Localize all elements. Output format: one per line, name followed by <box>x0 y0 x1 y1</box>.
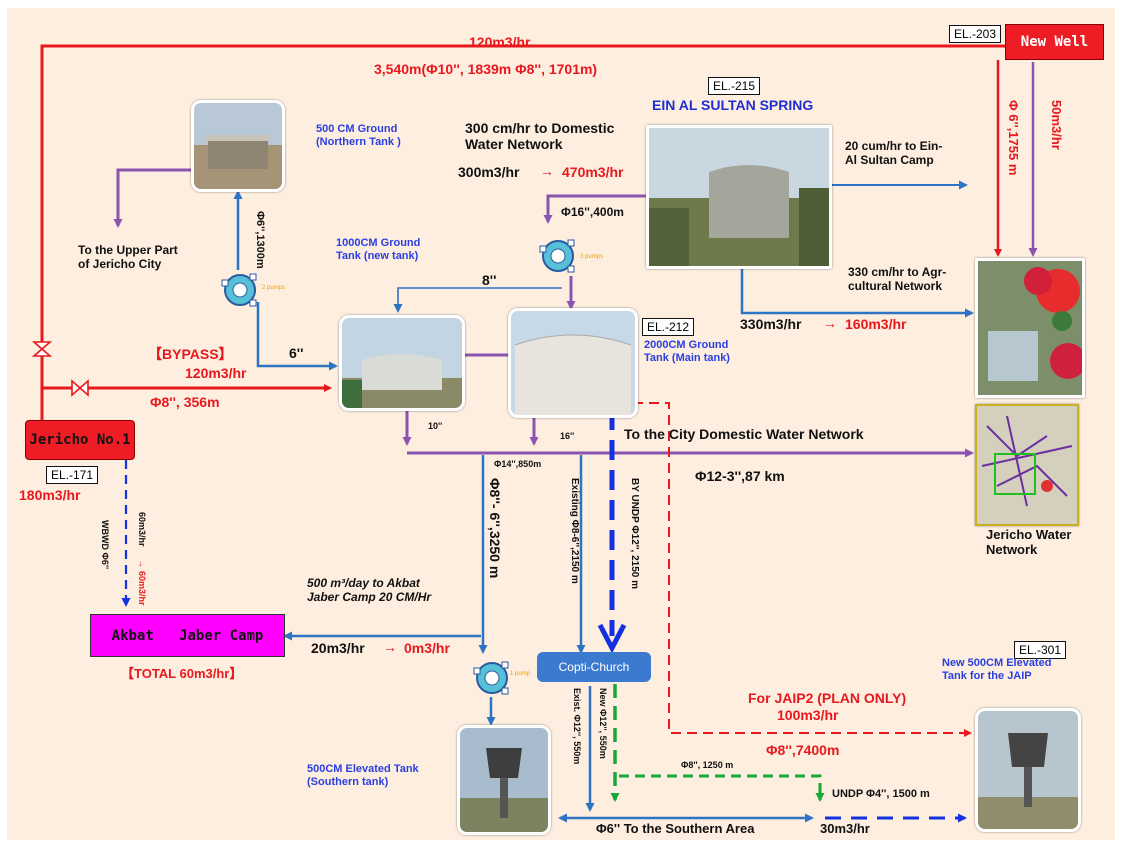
wbwd-line-label: WBWD Φ6'' <box>100 520 110 570</box>
northern-tank-label: 500 CM Ground (Northern Tank ) <box>316 123 401 148</box>
copti-church-box[interactable]: Copti-Church <box>537 652 651 682</box>
arrow-right-icon: → <box>823 315 837 331</box>
copti-undp-label: BY UNDP Φ12'', 2150 m <box>629 478 640 589</box>
southern-area-label: Φ6'' To the Southern Area <box>596 821 755 836</box>
new-well-box[interactable]: New Well <box>1005 24 1104 60</box>
jericho-no1-label: Jericho No.1 <box>29 432 131 448</box>
akbat-pipe-label: Φ8''- 6'',3250 m <box>487 478 503 579</box>
jericho-no1-box[interactable]: Jericho No.1 <box>25 420 135 460</box>
valve-icon <box>31 341 53 357</box>
southern-flow-label: 30m3/hr <box>820 821 870 836</box>
d10-label: 10'' <box>428 421 443 431</box>
spring-flow-after: 470m3/hr <box>562 164 624 180</box>
jericho-network-map <box>975 404 1079 526</box>
agri-label: 330 cm/hr to Agr- cultural Network <box>848 265 947 293</box>
top-line-flow: 120m3/hr <box>469 34 531 50</box>
jaip-tank-label: New 500CM Elevated Tank for the JAIP <box>942 657 1052 682</box>
jaip-pipe-label: Φ8'',7400m <box>766 742 840 758</box>
new12-label: New Φ12'', 550m <box>598 688 608 759</box>
network-length-label: Φ12-3'',87 km <box>695 468 785 484</box>
undp4-label: UNDP Φ4'', 1500 m <box>832 788 930 800</box>
spring-tank-photo <box>646 125 832 269</box>
dashed-planned-lines <box>121 402 972 823</box>
arrow-right-icon: → <box>540 163 554 179</box>
new-well-label: New Well <box>1020 34 1089 50</box>
new-tank-label: 1000CM Ground Tank (new tank) <box>336 237 421 262</box>
jericho-no1-flow: 180m3/hr <box>19 487 81 503</box>
city-network-label: To the City Domestic Water Network <box>624 426 864 442</box>
pumps-count-north: 2 pumps <box>262 285 286 291</box>
new-tank-outlet-diameter: 6'' <box>289 345 304 361</box>
northern-pipe-label: Φ6'',1300m <box>254 211 266 269</box>
northern-tank-photo <box>191 100 285 192</box>
d14-label: Φ14'',850m <box>494 459 542 469</box>
jaip-plan-label: For JAIP2 (PLAN ONLY) <box>748 690 907 706</box>
elevation-spring: EL.-215 <box>708 77 761 95</box>
wbwd-flow-before: 60m3/hr <box>137 512 147 547</box>
copti-existing-label: Existing Φ8-6'',2150 m <box>569 478 580 584</box>
jaip-tank-photo <box>975 708 1081 832</box>
new-well-flow-label: 50m3/hr <box>1049 100 1064 150</box>
akbat-note: 500 m³/day to Akbat Jaber Camp 20 CM/Hr <box>307 576 432 604</box>
spring-camp-label: 20 cum/hr to Ein- Al Sultan Camp <box>845 139 943 167</box>
akbat-flow-after: 0m3/hr <box>404 640 450 656</box>
akbat-flow-before: 20m3/hr <box>311 640 365 656</box>
elevation-jaip: EL.-301 <box>1014 641 1067 659</box>
new-tank-photo <box>339 315 465 411</box>
pump-icon <box>472 658 514 703</box>
elevation-jericho-no1: EL.-171 <box>46 466 99 484</box>
main-tank-photo <box>508 308 638 418</box>
agri-flow-after: 160m3/hr <box>845 316 907 332</box>
top-line-pipe: 3,540m(Φ10'', 1839m Φ8'', 1701m) <box>374 61 598 77</box>
wbwd-flow-after: 60m3/hr <box>137 571 147 606</box>
new-well-lines <box>994 60 1038 257</box>
agri-flow-before: 330m3/hr <box>740 316 802 332</box>
agricultural-channel-photo <box>975 258 1085 398</box>
blue-pipe-lines <box>233 180 974 823</box>
arrow-right-icon: → <box>383 639 397 655</box>
bypass-title: 【BYPASS】 <box>148 346 233 362</box>
red-supply-line <box>40 44 1006 420</box>
southern-tank-photo <box>457 725 551 835</box>
bypass-pipe: Φ8'', 356m <box>150 394 220 410</box>
pump-icon <box>220 270 262 315</box>
bypass-flow: 120m3/hr <box>185 365 247 381</box>
akbat-jaber-camp-label: Akbat Jaber Camp <box>111 627 264 644</box>
elevation-main-tank: EL.-212 <box>642 318 695 336</box>
southern-tank-label: 500CM Elevated Tank (Southern tank) <box>307 763 419 788</box>
pumps-count-spring: 3 pumps <box>580 254 604 260</box>
new-tank-link-diameter: 8'' <box>482 272 497 288</box>
copti-church-label: Copti-Church <box>558 660 630 674</box>
elevation-new-well: EL.-203 <box>949 25 1002 43</box>
spring-pipe-label: Φ16'',400m <box>561 205 624 219</box>
d16-label: 16'' <box>560 431 575 441</box>
network-label: Jericho Water Network <box>986 527 1072 557</box>
p1250-label: Φ8'', 1250 m <box>681 760 734 770</box>
valve-icon <box>71 379 89 397</box>
akbat-total: 【TOTAL 60m3/hr】 <box>121 666 243 681</box>
pumps-count-south: 1 pump <box>510 671 531 677</box>
exist12-label: Exist. Φ12'', 550m <box>572 688 582 765</box>
pump-icon <box>538 236 580 281</box>
new-well-pipe-label: Φ 6'',1755 m <box>1006 100 1021 176</box>
jaip-flow-label: 100m3/hr <box>777 707 839 723</box>
spring-domestic-label: 300 cm/hr to Domestic Water Network <box>465 120 615 153</box>
spring-flow-before: 300m3/hr <box>458 164 520 180</box>
upper-city-label: To the Upper Part of Jericho City <box>78 243 178 271</box>
spring-title: EIN AL SULTAN SPRING <box>652 97 814 113</box>
akbat-jaber-camp-box[interactable]: Akbat Jaber Camp <box>90 614 285 657</box>
arrow-down-icon: → <box>137 559 147 568</box>
main-tank-label: 2000CM Ground Tank (Main tank) <box>644 339 730 364</box>
